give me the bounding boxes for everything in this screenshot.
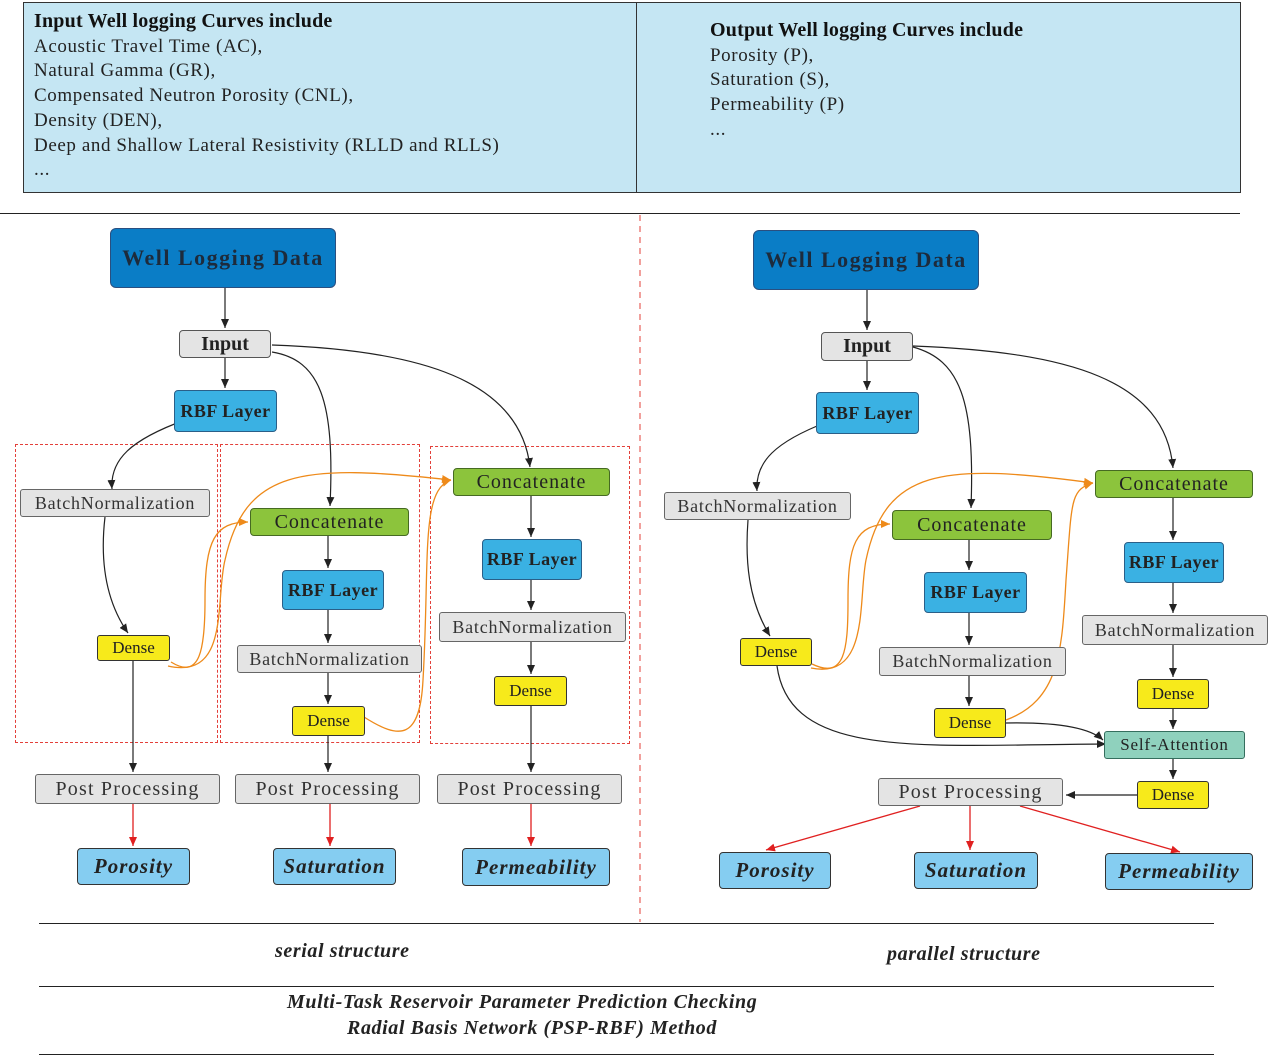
input-curve-item: Compensated Neutron Porosity (CNL), <box>34 85 354 107</box>
parallel-permeability-batchnorm-node: BatchNormalization <box>1082 615 1268 645</box>
serial-structure-caption: serial structure <box>275 940 410 962</box>
serial-input-node: Input <box>179 330 271 358</box>
caption-separator-line <box>39 923 1214 924</box>
serial-porosity-dense-node: Dense <box>97 635 170 661</box>
parallel-permeability-concatenate-node: Concatenate <box>1095 470 1253 498</box>
serial-porosity-batchnorm-node: BatchNormalization <box>20 489 210 517</box>
parallel-post-processing-node: Post Processing <box>878 778 1063 806</box>
serial-well-logging-data-node: Well Logging Data <box>110 228 336 288</box>
parallel-well-logging-data-node: Well Logging Data <box>753 230 979 290</box>
input-curves-heading: Input Well logging Curves include <box>34 10 333 32</box>
input-curve-item: Deep and Shallow Lateral Resistivity (RL… <box>34 134 500 156</box>
serial-permeability-batchnorm-node: BatchNormalization <box>439 612 626 642</box>
parallel-porosity-output-node: Porosity <box>719 852 831 889</box>
serial-saturation-post-processing-node: Post Processing <box>235 774 420 804</box>
serial-permeability-output-node: Permeability <box>462 848 610 886</box>
output-curve-item: Saturation (S), <box>710 69 830 91</box>
output-curves-panel: Output Well logging Curves include Poros… <box>710 18 1023 143</box>
bottom-separator-line <box>39 1054 1214 1055</box>
serial-saturation-batchnorm-node: BatchNormalization <box>237 645 422 673</box>
parallel-porosity-batchnorm-node: BatchNormalization <box>664 492 851 520</box>
parallel-permeability-dense-node: Dense <box>1137 679 1209 709</box>
output-curves-heading: Output Well logging Curves include <box>710 19 1024 41</box>
serial-permeability-rbf-layer-node: RBF Layer <box>482 539 582 580</box>
serial-rbf-layer-node: RBF Layer <box>174 390 277 432</box>
method-title-line1: Multi-Task Reservoir Parameter Predictio… <box>287 991 758 1013</box>
serial-permeability-post-processing-node: Post Processing <box>437 774 622 804</box>
serial-saturation-rbf-layer-node: RBF Layer <box>282 570 384 610</box>
parallel-attention-dense-node: Dense <box>1137 781 1209 809</box>
parallel-self-attention-node: Self-Attention <box>1104 731 1245 759</box>
info-box-divider <box>636 2 637 193</box>
parallel-permeability-output-node: Permeability <box>1105 853 1253 890</box>
serial-saturation-output-node: Saturation <box>273 848 396 885</box>
serial-permeability-dense-node: Dense <box>494 676 567 706</box>
input-curve-item: Density (DEN), <box>34 109 163 131</box>
input-curves-panel: Input Well logging Curves include Acoust… <box>34 9 499 183</box>
parallel-permeability-rbf-layer-node: RBF Layer <box>1124 542 1224 583</box>
serial-saturation-concatenate-node: Concatenate <box>250 508 409 536</box>
serial-permeability-concatenate-node: Concatenate <box>453 468 610 496</box>
output-curve-item: Porosity (P), <box>710 44 814 66</box>
output-curve-item: Permeability (P) <box>710 94 845 116</box>
top-separator-line <box>0 213 1240 214</box>
parallel-saturation-concatenate-node: Concatenate <box>892 510 1052 540</box>
parallel-rbf-layer-node: RBF Layer <box>816 392 919 434</box>
input-curve-item: ... <box>34 159 51 181</box>
output-curve-item: ... <box>710 118 727 140</box>
method-title-line2: Radial Basis Network (PSP-RBF) Method <box>347 1017 718 1039</box>
curves-info-box <box>23 2 1241 193</box>
serial-saturation-dense-node: Dense <box>292 706 365 736</box>
serial-porosity-post-processing-node: Post Processing <box>35 774 220 804</box>
input-curve-item: Natural Gamma (GR), <box>34 60 216 82</box>
title-separator-line <box>39 986 1214 987</box>
parallel-input-node: Input <box>821 332 913 361</box>
input-curve-item: Acoustic Travel Time (AC), <box>34 35 263 57</box>
parallel-saturation-batchnorm-node: BatchNormalization <box>879 647 1066 676</box>
parallel-porosity-dense-node: Dense <box>740 638 812 666</box>
parallel-saturation-dense-node: Dense <box>934 708 1006 738</box>
porosity-group-box <box>15 444 218 743</box>
parallel-saturation-output-node: Saturation <box>914 852 1038 889</box>
parallel-structure-caption: parallel structure <box>887 943 1041 965</box>
permeability-group-box <box>430 446 630 744</box>
serial-porosity-output-node: Porosity <box>77 848 190 885</box>
parallel-saturation-rbf-layer-node: RBF Layer <box>924 572 1027 613</box>
